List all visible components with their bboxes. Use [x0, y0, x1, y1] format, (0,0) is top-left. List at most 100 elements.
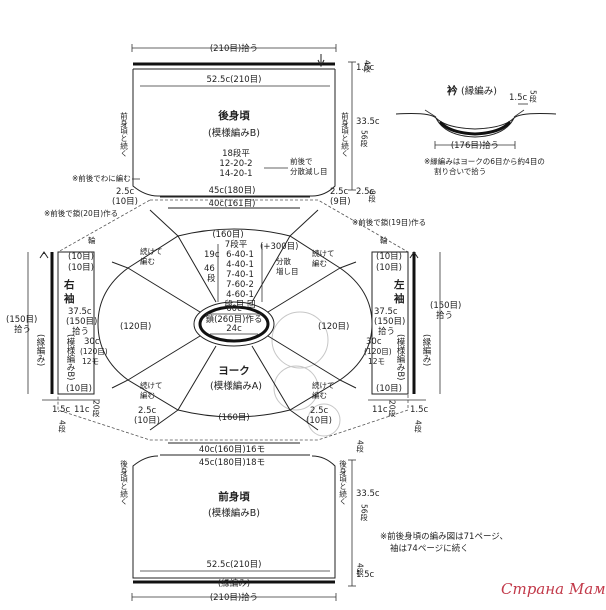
yoke-bottom-st: (160目) — [218, 413, 249, 423]
back-cm15: 1.5c — [356, 63, 375, 73]
back-edge-cm: 2.5c — [356, 187, 375, 197]
collar-stitches: (176目)拾う — [451, 140, 499, 151]
back-dec-2: 14-20-1 — [219, 169, 252, 179]
yoke-cont-bl-1: 続けて — [140, 380, 163, 390]
yoke: 60c 鎖(260目)作る 24c (160目) 7段平 6-40-1 4-40… — [57, 199, 409, 441]
yoke-cont-br-2: 編む — [312, 390, 327, 400]
yoke-collar-w2: 24c — [226, 324, 242, 334]
back-edge-right: 2.5c — [330, 187, 349, 197]
sleeve-left: 輪 (10目) (10目) 左 袖 37.5c (150目) 拾う 30c (1… — [364, 235, 461, 433]
sleeve-l-w-st: (150目) — [374, 317, 405, 327]
back-edge-right-st: (9目) — [330, 197, 351, 207]
yoke-cont-bl-2: 編む — [140, 390, 155, 400]
back-title: 後身頃 — [217, 109, 250, 122]
sleeve-r-ring: 輪 — [88, 235, 96, 245]
yoke-cont-tl-2: 編む — [140, 256, 155, 266]
note-line-2: 袖は74ページに続く — [390, 543, 469, 554]
back-width-top: 52.5c(210目) — [207, 75, 262, 85]
collar-detail: 衿 (縁編み) 1.5c 5段 (176目)拾う ※縁編みはヨークの6目から約4… — [395, 84, 557, 176]
yoke-cont-tr-2: 編む — [312, 258, 327, 268]
front-rows-top: 4段 — [355, 440, 364, 453]
sleeve-r-w-st: (150目) — [66, 317, 97, 327]
yoke-title: ヨーク — [218, 365, 250, 377]
front-side-right: 後身頃と続く — [338, 459, 347, 506]
yoke-cont-tl-1: 続けて — [140, 246, 163, 256]
front-edge: (縁編み) — [218, 578, 250, 589]
yoke-dec-tail: 段 目 回 — [225, 299, 256, 310]
sleeve-r-cm11: 11c — [74, 405, 90, 415]
sleeve-l-rows20: 20段 — [387, 400, 396, 418]
yoke-cont-br-1: 続けて — [312, 380, 335, 390]
watermark-text: Страна Мам — [501, 580, 606, 598]
sleeve-l-cm30: 30c — [366, 337, 382, 347]
back-w40: 40c(161目) — [209, 199, 256, 209]
collar-pattern: (縁編み) — [461, 85, 497, 97]
yoke-dec-row: 4-40-1 — [226, 260, 254, 270]
front-pattern: (模様編みB) — [208, 507, 260, 519]
note-line-1: ※前後身頃の編み図は71ページ、 — [380, 531, 508, 542]
sleeve-l-title-2: 袖 — [394, 292, 405, 305]
collar-note-2: 割り合いで拾う — [434, 166, 486, 176]
sleeve-l-st-bottom: (10目) — [376, 384, 402, 394]
yoke-rows46: 46 — [204, 264, 215, 274]
ring-note: ※前後でわに編む — [72, 173, 131, 183]
back-side-note-right: 前身頃と続く — [340, 111, 349, 158]
back-rows-height: 56段 — [359, 130, 368, 148]
front-body: 40c(160目)16モ 45c(180目)18モ 前身頃 (模様編みB) 後身… — [119, 440, 380, 603]
back-pattern: (模様編みB) — [208, 127, 260, 139]
yoke-inc-2: 増し目 — [276, 266, 299, 276]
front-height: 33.5c — [356, 489, 380, 499]
yoke-right-st: (120目) — [318, 322, 349, 332]
sleeve-r-cm15: 1.5c — [52, 405, 71, 415]
back-edge-rows: 8段 — [367, 190, 376, 203]
sleeve-l-pick150: (150目) — [430, 301, 461, 311]
yoke-top-st: (160目) — [212, 230, 243, 240]
sleeve-l-cm11: 11c — [372, 405, 388, 415]
sleeve-r-title-1: 右 — [63, 278, 75, 291]
sleeve-l-title-1: 左 — [393, 278, 405, 291]
front-title: 前身頃 — [218, 490, 250, 503]
collar-rows: 5段 — [528, 90, 537, 103]
back-edge-left-st: (10目) — [112, 197, 138, 207]
sleeve-r-st-a: (10目) — [68, 252, 94, 262]
sleeve-r-rows20: 20段 — [91, 400, 100, 418]
sleeve-r-pick150: (150目) — [6, 315, 37, 325]
yoke-br-st: (10目) — [306, 416, 332, 426]
top-pickup-label: (210目)拾う — [210, 43, 258, 54]
sleeve-l-rows4: 4段 — [413, 420, 422, 433]
back-body: (210目)拾う 52.5c(210目) 後身頃 (模様編みB) 18段平 12… — [72, 43, 380, 209]
yoke-bl-cm: 2.5c — [138, 406, 157, 416]
sleeve-l-pattern: (模様編みB) — [395, 334, 405, 380]
collar-note-1: ※縁編みはヨークの6目から約4目の — [424, 156, 545, 166]
sleeve-r-st-b: (10目) — [68, 263, 94, 273]
front-w45: 45c(180目)18モ — [199, 458, 265, 468]
yoke-dec-row: 4-60-1 — [226, 290, 254, 300]
bottom-pickup-label: (210目)拾う — [210, 592, 258, 603]
sleeve-r-rows4: 4段 — [57, 420, 66, 433]
yoke-br-cm: 2.5c — [310, 406, 329, 416]
sleeve-r-st-bottom: (10目) — [66, 384, 92, 394]
sleeve-r-w: 37.5c — [68, 307, 92, 317]
sleeve-r-pick150b: 拾う — [14, 324, 31, 335]
sleeve-r-pattern: (模様編みB) — [65, 334, 75, 380]
sleeve-l-mo: 12モ — [368, 357, 385, 366]
yoke-dec-row: 6-40-1 — [226, 250, 254, 260]
yoke-collar-w: 60c — [226, 304, 242, 314]
chain-note-left: ※前後で鎖(20目)作る — [44, 208, 118, 218]
yoke-left-st: (120目) — [120, 322, 151, 332]
back-height: 33.5c — [356, 117, 380, 127]
back-dec-head: 18段平 — [222, 148, 250, 159]
collar-cm: 1.5c — [509, 93, 528, 103]
sleeve-r-edge: (縁編み) — [35, 334, 45, 366]
yoke-dec-row: 7-60-2 — [226, 280, 254, 290]
front-cm15: 1.5c — [356, 570, 375, 580]
sleeve-r-st120: (120目) — [80, 347, 108, 356]
back-side-note-left: 前身頃と続く — [119, 111, 128, 158]
yoke-cont-tr-1: 続けて — [312, 248, 335, 258]
back-rows-top: 4段 — [362, 60, 371, 73]
back-dec-1: 12-20-2 — [219, 159, 252, 169]
sleeve-l-w: 37.5c — [374, 307, 398, 317]
back-w45: 45c(180目) — [209, 186, 256, 196]
yoke-total-inc: (+300目) — [260, 242, 298, 252]
yoke-inc-1: 分散 — [276, 256, 291, 266]
